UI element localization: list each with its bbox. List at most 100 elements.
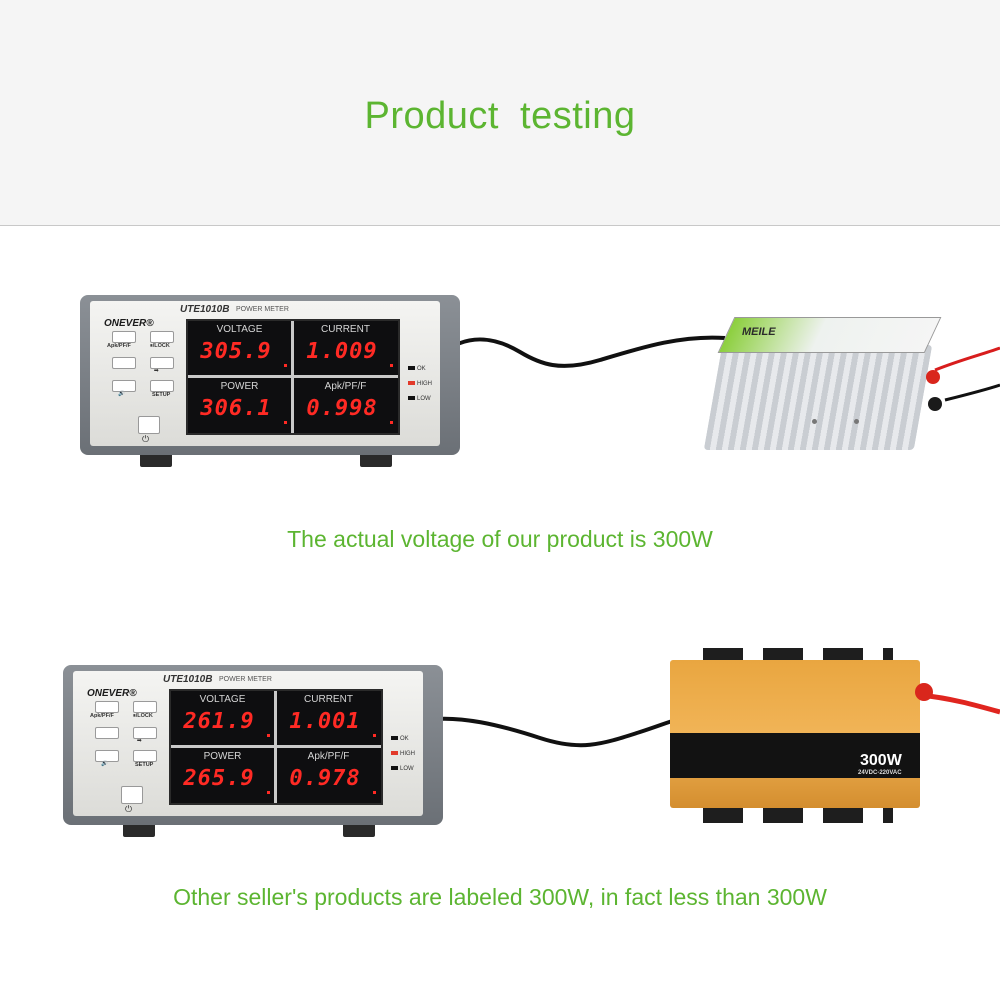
meter-brand-logo: ONEVER® (104, 318, 154, 329)
red-wire-2 (919, 692, 1000, 715)
arrow-icon: ➡ (137, 738, 142, 744)
voltage-cell: VOLTAGE 305.9 (188, 321, 291, 375)
current-value: 1.001 (289, 709, 361, 734)
pf-value: 0.978 (289, 766, 361, 791)
page-title: Product testing (364, 95, 636, 137)
inverter-logo: MEILE (742, 326, 776, 338)
button-label: ⏸/LOCK (150, 343, 170, 349)
indicator-high: HIGH (408, 381, 432, 387)
button-label: Apk/PF/F (90, 713, 114, 719)
cell-label: CURRENT (304, 694, 353, 705)
cable-1 (438, 335, 726, 368)
inverter-rating-sub: 24VDC-220VAC (858, 770, 902, 776)
indicator-ok: OK (391, 736, 409, 742)
button-label: ⏸/LOCK (133, 713, 153, 719)
red-terminal-icon (926, 370, 940, 384)
cell-label: VOLTAGE (216, 324, 263, 335)
unit-dot (390, 364, 393, 367)
caption-other-seller: Other seller's products are labeled 300W… (173, 884, 827, 910)
indicator-ok: OK (408, 366, 426, 372)
meter-button[interactable] (112, 380, 136, 392)
voltage-value: 261.9 (183, 709, 255, 734)
power-meter-1: UTE1010B POWER METER ONEVER® Apk/PF/F ⏸/… (80, 295, 460, 470)
pf-cell: Apk/PF/F 0.998 (294, 378, 397, 432)
inverter-label-band (670, 733, 920, 778)
power-meter-2: UTE1010B POWER METER ONEVER® Apk/PF/F ⏸/… (63, 665, 443, 840)
speaker-icon: 🔊 (118, 391, 125, 397)
screw-icon (854, 419, 859, 424)
meter-foot (140, 453, 172, 467)
cell-label: Apk/PF/F (324, 381, 367, 392)
meter-model: UTE1010B (163, 674, 213, 685)
meter-button[interactable] (150, 331, 174, 343)
unit-dot (267, 734, 270, 737)
button-label: SETUP (152, 392, 171, 398)
meter-button[interactable] (133, 727, 157, 739)
meter-model-sub: POWER METER (236, 306, 289, 313)
voltage-cell: VOLTAGE 261.9 (171, 691, 274, 745)
black-wire-1 (944, 383, 1000, 402)
power-cell: POWER 306.1 (188, 378, 291, 432)
power-button[interactable] (121, 786, 143, 804)
red-terminal-icon (915, 683, 933, 701)
meter-button[interactable] (112, 331, 136, 343)
meter-button[interactable] (150, 357, 174, 369)
speaker-icon: 🔊 (101, 761, 108, 767)
meter-button[interactable] (112, 357, 136, 369)
unit-dot (373, 791, 376, 794)
meter-button[interactable] (150, 380, 174, 392)
display-divider (274, 691, 277, 803)
meter-foot (360, 453, 392, 467)
unit-dot (390, 421, 393, 424)
power-value: 306.1 (200, 396, 272, 421)
header-banner: Product testing (0, 0, 1000, 226)
button-label: Apk/PF/F (107, 343, 131, 349)
voltage-value: 305.9 (200, 339, 272, 364)
power-button[interactable] (138, 416, 160, 434)
cell-label: POWER (203, 751, 242, 762)
meter-model-sub: POWER METER (219, 676, 272, 683)
power-icon: ⏻ (125, 804, 133, 814)
meter-button[interactable] (133, 750, 157, 762)
power-icon: ⏻ (142, 434, 150, 444)
power-cell: POWER 265.9 (171, 748, 274, 802)
black-terminal-icon (928, 397, 942, 411)
cell-label: VOLTAGE (199, 694, 246, 705)
meter-foot (123, 823, 155, 837)
power-value: 265.9 (183, 766, 255, 791)
meter-face: UTE1010B POWER METER ONEVER® Apk/PF/F ⏸/… (73, 671, 423, 816)
display-divider (291, 321, 294, 433)
inverter-silver: MEILE (703, 315, 942, 450)
red-wire-1 (934, 346, 1000, 372)
meter-button[interactable] (133, 701, 157, 713)
cell-label: POWER (220, 381, 259, 392)
meter-button[interactable] (95, 701, 119, 713)
meter-display: VOLTAGE 261.9 CURRENT 1.001 POWER 265.9 … (169, 689, 383, 805)
unit-dot (284, 421, 287, 424)
unit-dot (267, 791, 270, 794)
current-value: 1.009 (306, 339, 378, 364)
inverter-rating: 300W (860, 752, 902, 769)
meter-button[interactable] (95, 727, 119, 739)
inverter-orange: 300W 24VDC-220VAC (665, 648, 933, 823)
indicator-low: LOW (391, 766, 414, 772)
inverter-heatsink (703, 345, 933, 450)
unit-dot (284, 364, 287, 367)
current-cell: CURRENT 1.009 (294, 321, 397, 375)
pf-cell: Apk/PF/F 0.978 (277, 748, 380, 802)
meter-display: VOLTAGE 305.9 CURRENT 1.009 POWER 306.1 … (186, 319, 400, 435)
meter-button[interactable] (95, 750, 119, 762)
unit-dot (373, 734, 376, 737)
arrow-icon: ➡ (154, 368, 159, 374)
meter-foot (343, 823, 375, 837)
meter-model: UTE1010B (180, 304, 230, 315)
current-cell: CURRENT 1.001 (277, 691, 380, 745)
cell-label: CURRENT (321, 324, 370, 335)
meter-brand-logo: ONEVER® (87, 688, 137, 699)
meter-face: UTE1010B POWER METER ONEVER® Apk/PF/F ⏸/… (90, 301, 440, 446)
screw-icon (812, 419, 817, 424)
caption-our-product: The actual voltage of our product is 300… (287, 526, 713, 552)
pf-value: 0.998 (306, 396, 378, 421)
button-label: SETUP (135, 762, 154, 768)
